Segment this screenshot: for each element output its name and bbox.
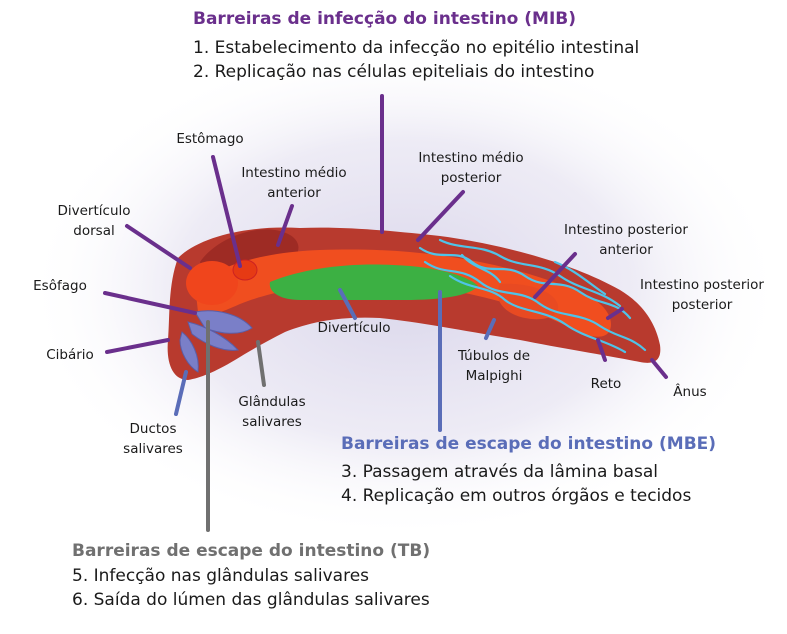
label-diverticulo: Divertículo: [317, 320, 391, 336]
label-glandulas-salivares: Glândulas salivares: [238, 394, 306, 430]
label-ductos-salivares: Ductos salivares: [123, 421, 183, 457]
label-esofago: Esôfago: [33, 278, 87, 294]
leader-diverticulo-dorsal: [125, 224, 192, 270]
leader-intestino-posterior-anterior: [533, 252, 577, 299]
leader-ductos-salivares: [174, 370, 188, 416]
leader-anus: [650, 358, 668, 379]
mbe-item-2: 4. Replicação em outros órgãos e tecidos: [341, 486, 692, 506]
label-intestino-medio-posterior: Intestino médio posterior: [418, 150, 524, 186]
mbe-item-1: 3. Passagem através da lâmina basal: [341, 462, 658, 482]
label-intestino-posterior-posterior: Intestino posterior posterior: [640, 277, 764, 313]
leader-tubulos-malpighi: [484, 318, 496, 340]
mib-item-2: 2. Replicação nas células epiteliais do …: [193, 62, 595, 82]
leader-glandulas-salivares: [256, 340, 266, 387]
midgut-inner: [269, 264, 478, 300]
leader-diverticulo: [338, 288, 357, 320]
gut-tube: [195, 249, 611, 337]
stomach-shape: [186, 261, 238, 305]
leader-intestino-posterior-posterior: [606, 307, 624, 320]
tb-item-2: 6. Saída do lúmen das glândulas salivare…: [72, 590, 430, 610]
label-tubulos-malpighi: Túbulos de Malpighi: [457, 348, 531, 384]
malpighian-tubules: [418, 238, 647, 354]
leader-cibario: [105, 338, 170, 354]
label-reto: Reto: [590, 376, 622, 392]
label-estomago: Estômago: [176, 131, 244, 147]
mib-heading: Barreiras de infecção do intestino (MIB): [193, 9, 577, 29]
leader-estomago: [211, 155, 242, 268]
leader-intestino-medio-posterior: [416, 190, 465, 242]
mib-item-1: 1. Estabelecimento da infecção no epitél…: [193, 38, 640, 58]
tb-item-1: 5. Infecção nas glândulas salivares: [72, 566, 370, 586]
leader-intestino-medio-anterior: [276, 204, 294, 247]
leader-esofago: [103, 291, 197, 315]
label-anus: Ânus: [673, 384, 707, 400]
mbe-heading: Barreiras de escape do intestino (MBE): [341, 434, 717, 454]
label-diverticulo-dorsal: Divertículo dorsal: [57, 203, 131, 239]
stomach-core: [232, 259, 258, 281]
label-intestino-posterior-anterior: Intestino posterior anterior: [564, 222, 688, 258]
tb-heading: Barreiras de escape do intestino (TB): [72, 541, 431, 561]
label-cibario: Cibário: [46, 347, 94, 363]
label-intestino-medio-anterior: Intestino médio anterior: [241, 165, 347, 201]
leader-reto: [596, 338, 607, 362]
